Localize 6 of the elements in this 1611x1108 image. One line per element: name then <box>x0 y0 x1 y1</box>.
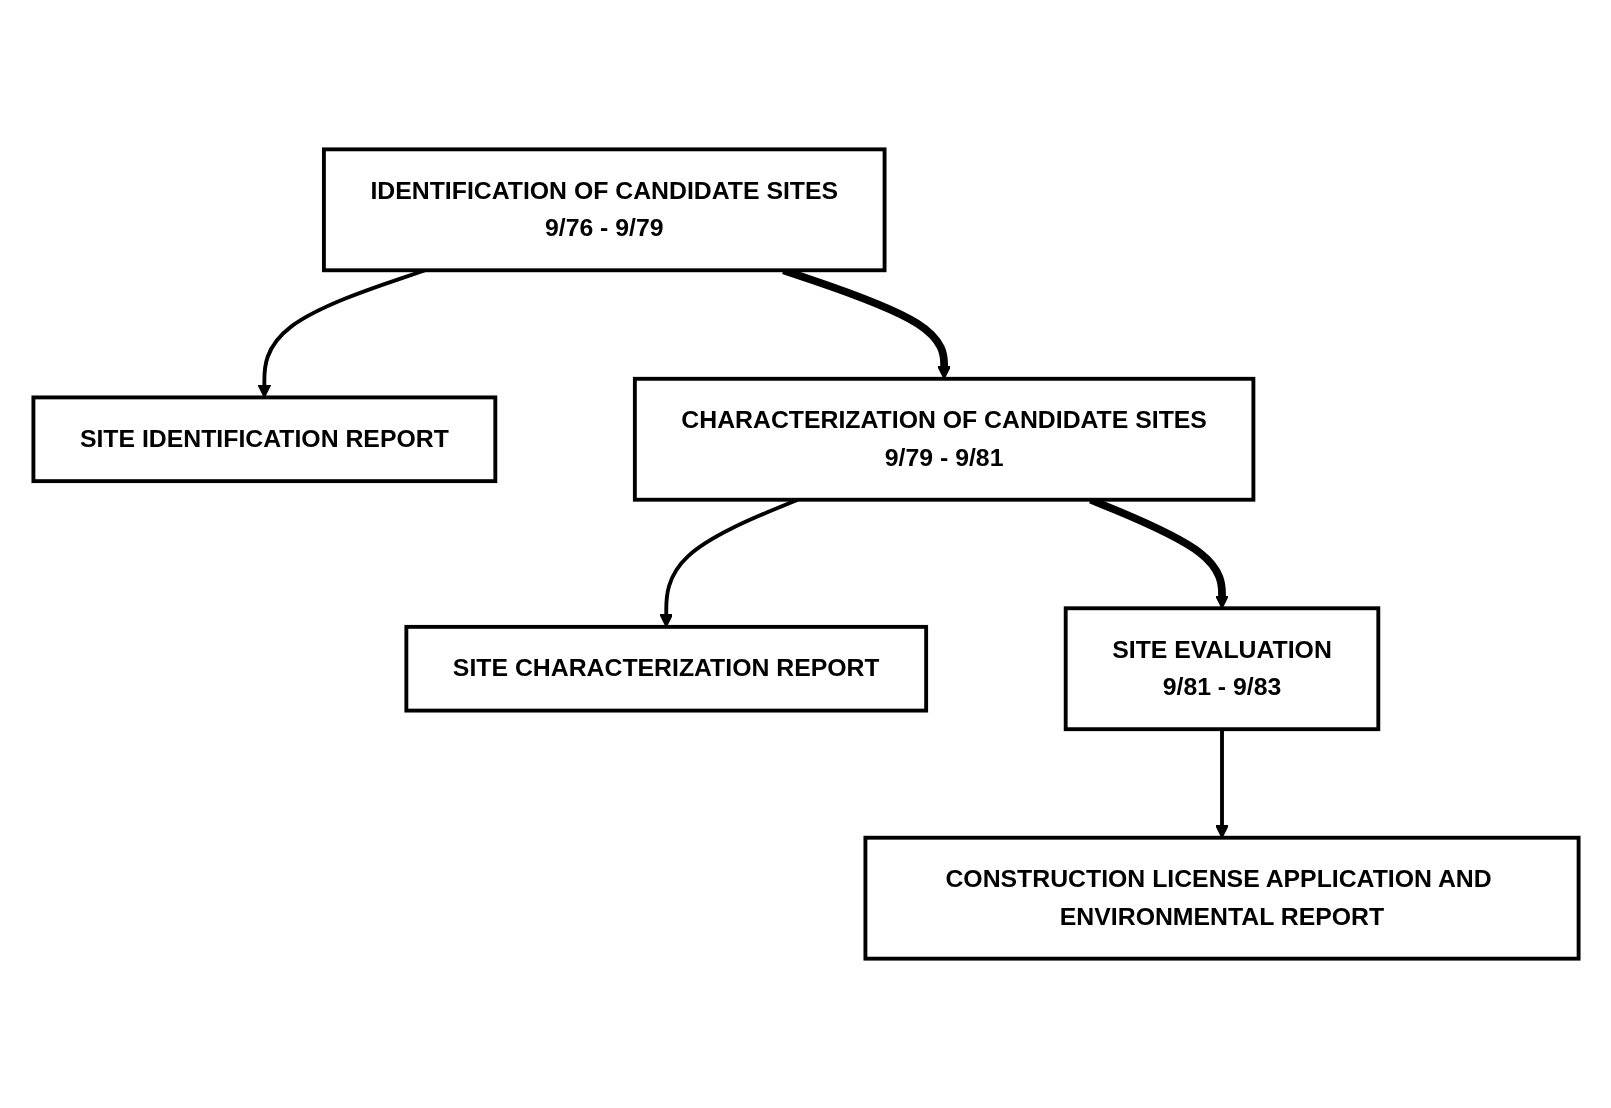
node-box: CONSTRUCTION LICENSE APPLICATION AND ENVIRONMENTAL REPORT <box>862 835 1581 961</box>
node-box: SITE IDENTIFICATION REPORT <box>30 395 497 484</box>
node-box: SITE CHARACTERIZATION REPORT <box>403 624 928 713</box>
node-box: SITE EVALUATION 9/81 - 9/83 <box>1063 606 1380 732</box>
node-box: CHARACTERIZATION OF CANDIDATE SITES 9/79 - 9/81 <box>632 376 1255 502</box>
node-box: IDENTIFICATION OF CANDIDATE SITES 9/76 - 9/79 <box>321 147 887 273</box>
